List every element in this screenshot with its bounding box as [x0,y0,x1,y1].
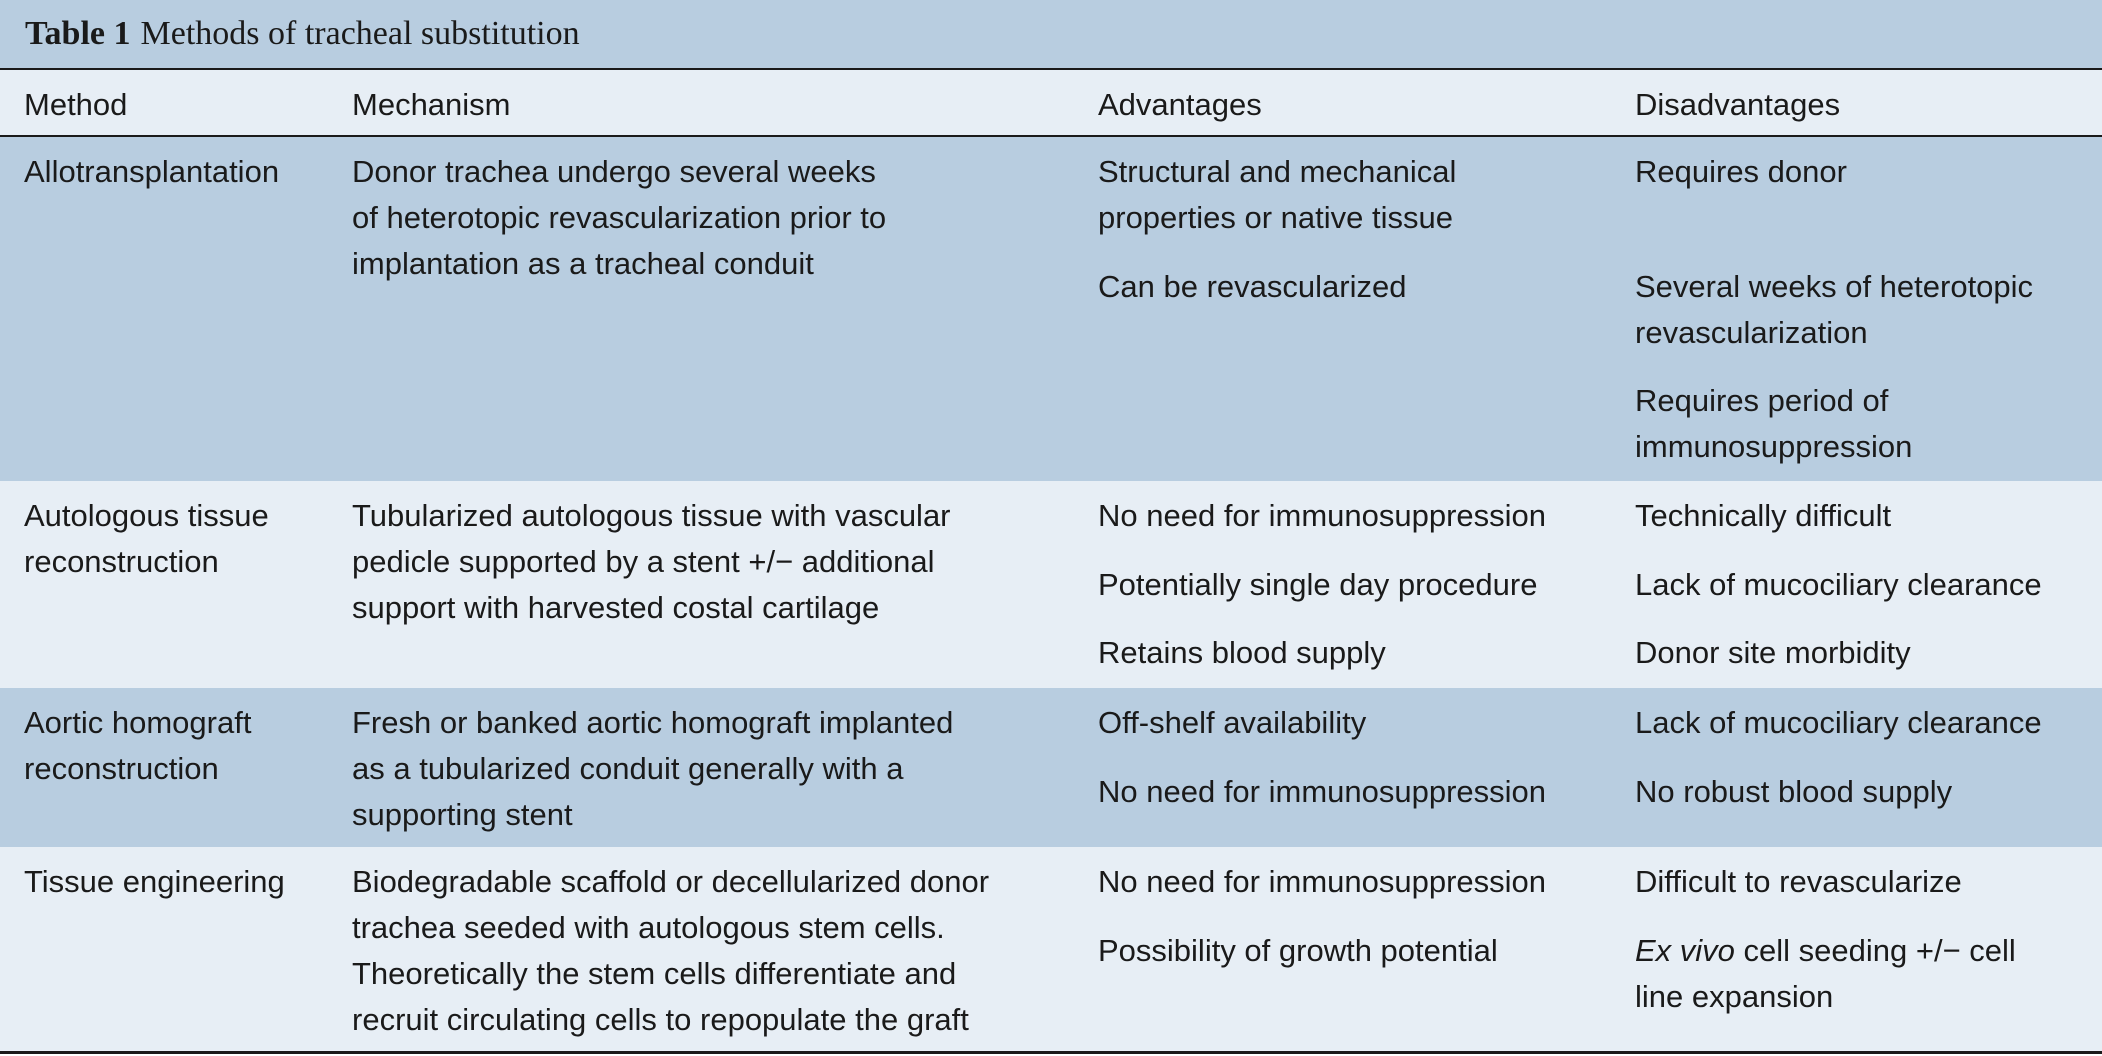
cell-disadvantage: Technically difficult [1635,498,1892,533]
header-method: Method [24,87,128,122]
cell-advantage: Structural and mechanical properties or … [1098,154,1457,235]
header-disadvantages: Disadvantages [1635,87,1841,122]
cell-disadvantage: Lack of mucociliary clearance [1635,567,2042,602]
cell-advantage: Possibility of growth potential [1098,933,1498,968]
cell-disadvantage: Difficult to revascularize [1635,864,1962,899]
cell-disadvantage: Lack of mucociliary clearance [1635,705,2042,740]
table-row: Autologous tissue reconstruction Tubular… [0,481,2102,688]
cell-advantage: No need for immunosuppression [1098,774,1547,809]
table-row: Tissue engineering Biodegradable scaffol… [0,847,2102,1051]
table-row: Aortic homograft reconstruction Fresh or… [0,688,2102,847]
header-mechanism: Mechanism [352,87,511,122]
cell-disadvantage: Several weeks of heterotopic revasculari… [1635,269,2034,350]
table-caption-label: Table 1 [25,15,131,52]
table-row: Allotransplantation Donor trachea underg… [0,137,2102,481]
italic-term: Ex vivo [1635,933,1735,968]
table-caption-title: Methods of tracheal substitution [140,15,580,52]
cell-advantage: Can be revascularized [1098,269,1407,304]
cell-disadvantage: Requires period of immunosuppression [1635,383,1913,464]
cell-method: Aortic homograft reconstruction [24,705,252,786]
cell-method: Tissue engineering [24,864,285,899]
table-bottom-rule [0,1051,2102,1054]
cell-disadvantage: Donor site morbidity [1635,635,1911,670]
cell-disadvantage: Requires donor [1635,154,1847,189]
cell-advantage: Off-shelf availability [1098,705,1367,740]
cell-mechanism: Biodegradable scaffold or decellularized… [352,864,990,1037]
table-header-row: Method Mechanism Advantages Disadvantage… [0,68,2102,137]
cell-advantage: No need for immunosuppression [1098,864,1547,899]
cell-disadvantage: Ex vivo cell seeding +/− cell line expan… [1635,933,2016,1014]
cell-mechanism: Donor trachea undergo several weeks of h… [352,154,887,281]
cell-mechanism: Tubularized autologous tissue with vascu… [352,498,951,625]
cell-advantage: Retains blood supply [1098,635,1386,670]
cell-method: Autologous tissue reconstruction [24,498,269,579]
header-advantages: Advantages [1098,87,1262,122]
cell-method: Allotransplantation [24,154,280,189]
cell-advantage: No need for immunosuppression [1098,498,1547,533]
cell-mechanism: Fresh or banked aortic homograft implant… [352,705,954,832]
table-caption: Table 1 Methods of tracheal substitution [0,0,2102,68]
cell-disadvantage: No robust blood supply [1635,774,1953,809]
cell-advantage: Potentially single day procedure [1098,567,1538,602]
